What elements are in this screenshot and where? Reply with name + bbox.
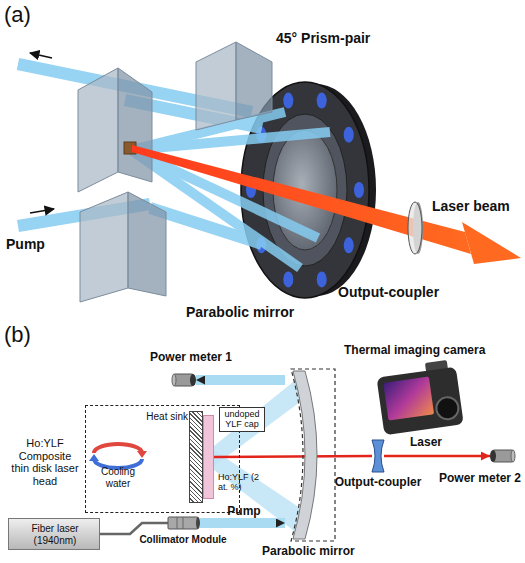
meter-face — [490, 450, 496, 462]
ho-ylf-disk: undoped YLF capHo:YLF (2 at. %) — [203, 415, 214, 499]
prism-face — [236, 42, 272, 120]
part-label: Thermal imaging camera — [344, 344, 524, 358]
camera-screen — [383, 377, 434, 421]
power-meter-outline — [490, 448, 516, 464]
output-coupler — [408, 202, 422, 254]
ring-hole — [283, 93, 293, 109]
cable-connector — [100, 523, 168, 534]
meter-back — [172, 374, 176, 386]
meter-back — [511, 450, 515, 462]
node-label: Collimator Module — [128, 534, 238, 546]
part-label: (b) — [4, 322, 44, 347]
fiber-laser-box: Fiber laser (1940nm) — [8, 518, 100, 550]
prism-face — [118, 68, 152, 182]
prism-face — [128, 192, 166, 296]
node-label: Ho:YLF (2 at. %) — [218, 472, 262, 493]
part-label: Pump — [6, 236, 56, 252]
parabolic-mirror: Parabolic mirror — [285, 368, 337, 542]
laser-connector — [384, 455, 490, 458]
cooling-arrowhead — [137, 451, 147, 458]
edge-label: Laser — [404, 436, 448, 450]
part-label: Output-coupler — [338, 284, 458, 300]
heat-sink: Heat sink — [189, 411, 203, 503]
node-label: Power meter 2 — [436, 472, 524, 486]
part-label: (a) — [4, 2, 44, 27]
edge-label: Pump — [222, 505, 266, 519]
laser-beam — [132, 145, 471, 254]
ring-hole — [344, 127, 354, 143]
power-meter: Power meter 1 — [172, 373, 196, 387]
concave-lens — [372, 440, 384, 472]
ring-hole — [317, 271, 327, 287]
laser-arrowhead — [462, 222, 521, 264]
collimator-face — [196, 517, 200, 529]
direction-arrow — [30, 209, 54, 213]
node-label: Ho:YLF Composite thin disk laser head — [11, 437, 79, 488]
thermal-camera — [375, 359, 463, 435]
node-label: undoped YLF cap — [219, 407, 265, 432]
pump-beams — [18, 64, 330, 268]
mirror-body — [293, 371, 317, 539]
part-label: Cooling water — [88, 466, 148, 489]
camera-body — [376, 367, 463, 436]
ring-hole — [354, 182, 364, 198]
collimator-outline — [168, 516, 200, 530]
meter-face — [190, 374, 196, 386]
node-label: Output-coupler — [328, 476, 428, 490]
output-coupler: Output-coupler — [372, 440, 384, 472]
cooling-arrowhead — [89, 454, 99, 461]
ring-hole — [283, 271, 293, 287]
part-label: 45° Prism-pair — [276, 30, 406, 46]
ring-hole — [344, 237, 354, 253]
output-coupler-outline — [372, 440, 384, 472]
direction-arrow — [30, 53, 52, 58]
node-label: Heat sink — [138, 411, 188, 423]
collimator-ridge — [177, 517, 178, 529]
power-meter-outline — [172, 373, 196, 387]
prism-face — [78, 68, 118, 192]
collimator-ridge — [183, 517, 184, 529]
prism-pair — [78, 42, 272, 302]
node-label: Fiber laser (1940nm) — [9, 523, 101, 546]
ring-hole — [317, 93, 327, 109]
prism-face — [80, 192, 128, 302]
part-label: Parabolic mirror — [186, 304, 316, 320]
laser-head-box: Ho:YLF Composite thin disk laser headHea… — [85, 405, 240, 513]
pump-connector — [196, 375, 285, 385]
node-label: Power meter 1 — [150, 351, 250, 365]
laser-connector — [214, 456, 372, 457]
power-meter: Power meter 2 — [490, 448, 516, 464]
cooling-arrow — [94, 444, 142, 453]
prism-face — [196, 42, 236, 130]
collimator-body — [168, 517, 198, 529]
pump-connector — [200, 518, 285, 528]
pump-beam — [131, 132, 330, 150]
part-label: Laser beam — [432, 198, 524, 214]
camera-lens — [435, 396, 460, 421]
node-label: Parabolic mirror — [262, 545, 382, 559]
collimator: Collimator Module — [168, 516, 200, 530]
mirror-dashed-outline — [291, 369, 335, 541]
parabolic-mirror-outline — [285, 368, 337, 542]
pump-band — [214, 450, 300, 534]
pump-band — [214, 378, 300, 466]
